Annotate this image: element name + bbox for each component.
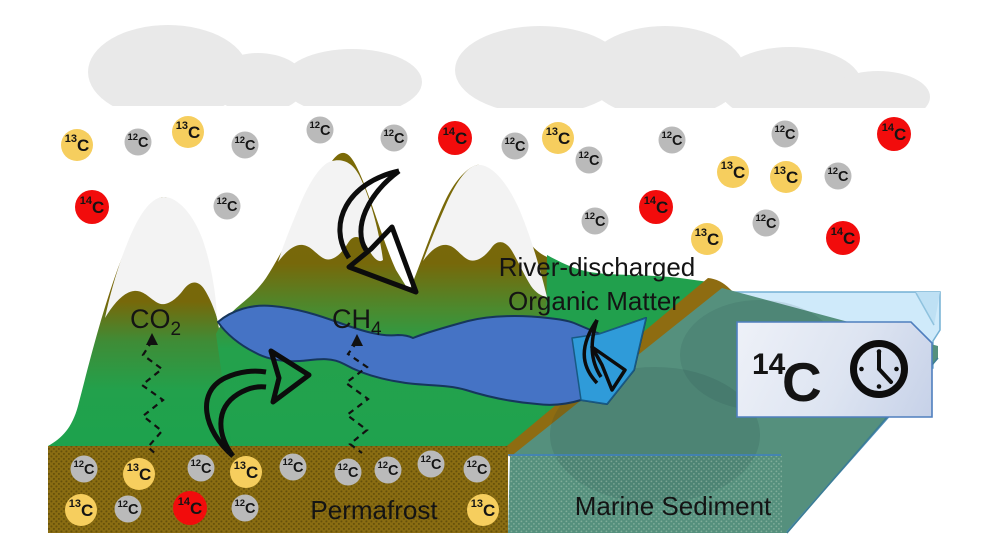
marine-sediment-label: Marine Sediment: [575, 491, 772, 521]
svg-text:13C: 13C: [176, 120, 201, 142]
svg-text:12C: 12C: [466, 459, 488, 478]
svg-text:12C: 12C: [661, 130, 683, 149]
svg-text:13C: 13C: [471, 498, 496, 520]
svg-text:12C: 12C: [584, 211, 606, 230]
isotope-c13: 13C: [172, 116, 204, 148]
svg-text:14C: 14C: [644, 195, 669, 217]
svg-text:12C: 12C: [282, 457, 304, 476]
isotope-c13: 13C: [123, 458, 155, 490]
isotope-c14: 14C: [75, 190, 109, 224]
isotope-c12: 12C: [124, 128, 152, 156]
ch4-flux-arrowhead: [351, 334, 363, 346]
svg-text:12C: 12C: [504, 136, 526, 155]
co2-flux-arrow: [140, 340, 165, 457]
river-discharged-label-line2: Organic Matter: [508, 286, 680, 316]
isotope-c14: 14C: [639, 190, 673, 224]
svg-text:12C: 12C: [234, 498, 256, 517]
svg-text:14C: 14C: [443, 126, 468, 148]
isotope-c12: 12C: [187, 454, 215, 482]
isotope-c12: 12C: [771, 120, 799, 148]
svg-text:13C: 13C: [695, 227, 720, 249]
svg-text:12C: 12C: [127, 132, 149, 151]
radiocarbon-label: 14C: [752, 348, 822, 413]
isotope-c12: 12C: [824, 162, 852, 190]
svg-text:12C: 12C: [755, 213, 777, 232]
svg-text:12C: 12C: [578, 150, 600, 169]
isotope-c13: 13C: [542, 122, 574, 154]
atmosphere-exchange-arrow: [337, 168, 419, 295]
isotope-c12: 12C: [581, 207, 609, 235]
svg-text:12C: 12C: [234, 135, 256, 154]
isotope-c12: 12C: [70, 455, 98, 483]
isotope-c12: 12C: [231, 131, 259, 159]
svg-text:13C: 13C: [721, 160, 746, 182]
isotope-c12: 12C: [334, 458, 362, 486]
svg-text:13C: 13C: [127, 462, 152, 484]
isotope-c12: 12C: [306, 116, 334, 144]
permafrost-particles: 12C 13C 12C 13C 12C 12C 12C 12C 12C 13C 12C 14C 12C 1…: [65, 450, 499, 526]
svg-text:12C: 12C: [337, 462, 359, 481]
svg-text:13C: 13C: [546, 126, 571, 148]
isotope-c13: 13C: [230, 456, 262, 488]
clock-icon: [850, 340, 908, 398]
isotope-c13: 13C: [691, 223, 723, 255]
isotope-c12: 12C: [213, 192, 241, 220]
isotope-c12: 12C: [231, 494, 259, 522]
isotope-c12: 12C: [752, 209, 780, 237]
svg-text:13C: 13C: [69, 498, 94, 520]
svg-text:13C: 13C: [774, 165, 799, 187]
svg-text:12C: 12C: [190, 458, 212, 477]
isotope-c12: 12C: [417, 450, 445, 478]
snow-cap-left: [105, 196, 217, 318]
isotope-c12: 12C: [501, 132, 529, 160]
co2-label: CO2: [130, 304, 181, 340]
svg-text:12C: 12C: [420, 454, 442, 473]
isotope-c14: 14C: [826, 221, 860, 255]
isotope-c14: 14C: [877, 117, 911, 151]
svg-text:12C: 12C: [383, 128, 405, 147]
svg-text:14C: 14C: [831, 226, 856, 248]
co2-flux-arrowhead: [146, 333, 158, 345]
svg-text:12C: 12C: [377, 460, 399, 479]
isotope-c13: 13C: [770, 161, 802, 193]
svg-text:13C: 13C: [65, 133, 90, 155]
isotope-c14: 14C: [173, 491, 207, 525]
cloud-left: [88, 25, 422, 106]
svg-text:14C: 14C: [80, 195, 105, 217]
radiocarbon-panel: 14C: [736, 321, 933, 418]
isotope-c13: 13C: [467, 494, 499, 526]
river-discharged-label-line1: River-discharged: [499, 252, 696, 282]
permafrost-label: Permafrost: [310, 495, 438, 525]
waterfall: [571, 317, 647, 405]
isotope-c13: 13C: [65, 494, 97, 526]
isotope-c12: 12C: [463, 455, 491, 483]
isotope-c13: 13C: [717, 156, 749, 188]
isotope-c12: 12C: [658, 126, 686, 154]
river-discharge-arrow: [582, 319, 627, 392]
isotope-c12: 12C: [380, 124, 408, 152]
isotope-c13: 13C: [61, 129, 93, 161]
snow-cap-middle-1: [278, 160, 383, 262]
isotope-c12: 12C: [279, 453, 307, 481]
svg-text:14C: 14C: [882, 122, 907, 144]
isotope-c12: 12C: [374, 456, 402, 484]
permafrost-to-river-arrow: [204, 348, 312, 458]
atmosphere-particles: 13C 12C 13C 12C 12C 12C 14C 12C 13C 12C 12C 13C 12C 1…: [61, 116, 911, 255]
ch4-label: CH4: [332, 304, 382, 340]
svg-text:13C: 13C: [234, 460, 259, 482]
ch4-flux-arrow: [344, 341, 370, 454]
snow-cap-middle-2: [423, 164, 547, 297]
svg-text:12C: 12C: [827, 166, 849, 185]
cloud-right: [455, 26, 930, 108]
isotope-c14: 14C: [438, 121, 472, 155]
svg-text:12C: 12C: [774, 124, 796, 143]
svg-text:12C: 12C: [117, 499, 139, 518]
svg-text:12C: 12C: [216, 196, 238, 215]
svg-text:14C: 14C: [178, 496, 203, 518]
isotope-c12: 12C: [114, 495, 142, 523]
isotope-c12: 12C: [575, 146, 603, 174]
svg-text:12C: 12C: [309, 120, 331, 139]
svg-text:12C: 12C: [73, 459, 95, 478]
